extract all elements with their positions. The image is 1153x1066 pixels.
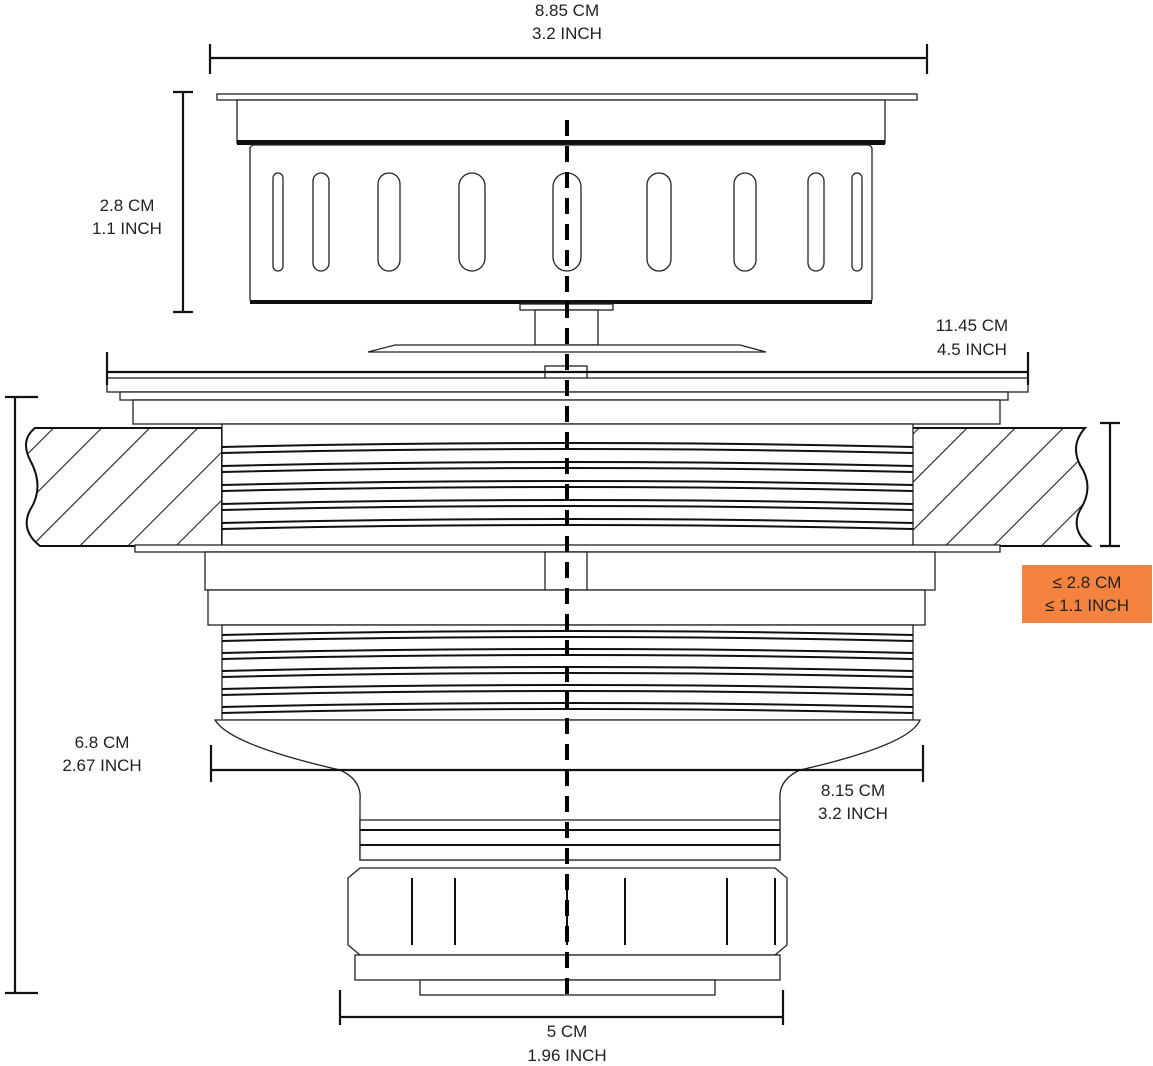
top-width-inch: 3.2 INCH xyxy=(532,24,602,43)
flange-width-cm: 11.45 CM xyxy=(936,316,1008,335)
top-width-cm: 8.85 CM xyxy=(535,1,599,20)
thread-line xyxy=(221,499,914,505)
basket-slot xyxy=(733,172,757,272)
body-width-cm: 8.15 CM xyxy=(821,781,885,800)
basket-slot xyxy=(272,172,284,272)
strainer-basket xyxy=(216,93,918,304)
thread-line xyxy=(221,708,914,714)
thread-line xyxy=(221,448,914,454)
flange-width-inch: 4.5 INCH xyxy=(937,340,1007,359)
thread-line xyxy=(221,690,914,696)
max-thickness-inch: ≤ 1.1 INCH xyxy=(1045,596,1129,615)
outlet-width-inch: 1.96 INCH xyxy=(527,1046,606,1065)
total-height-cm: 6.8 CM xyxy=(75,733,130,752)
basket-height-cm: 2.8 CM xyxy=(100,196,155,215)
max-thickness-cm: ≤ 2.8 CM xyxy=(1052,573,1122,592)
dimension-lines xyxy=(5,44,1120,1025)
thread-line xyxy=(221,630,914,636)
thread-line xyxy=(221,505,914,511)
basket-slot xyxy=(377,172,401,272)
basket-slot xyxy=(851,172,863,272)
body-width-inch: 3.2 INCH xyxy=(818,804,888,823)
basket-slot xyxy=(312,172,330,272)
basket-slot xyxy=(807,172,825,272)
outlet-width-cm: 5 CM xyxy=(547,1022,588,1041)
total-height-inch: 2.67 INCH xyxy=(62,756,141,775)
countertop-right xyxy=(911,427,1093,547)
countertop-left xyxy=(25,427,223,547)
basket-slot xyxy=(458,172,486,272)
thread-line xyxy=(221,684,914,690)
locking-nut-plate xyxy=(134,544,1001,626)
basket-slot xyxy=(646,172,672,272)
basket-height-inch: 1.1 INCH xyxy=(92,219,162,238)
thread-line xyxy=(221,480,914,486)
max-counter-thickness-badge: ≤ 2.8 CM ≤ 1.1 INCH xyxy=(1022,565,1152,623)
thread-line xyxy=(221,636,914,642)
